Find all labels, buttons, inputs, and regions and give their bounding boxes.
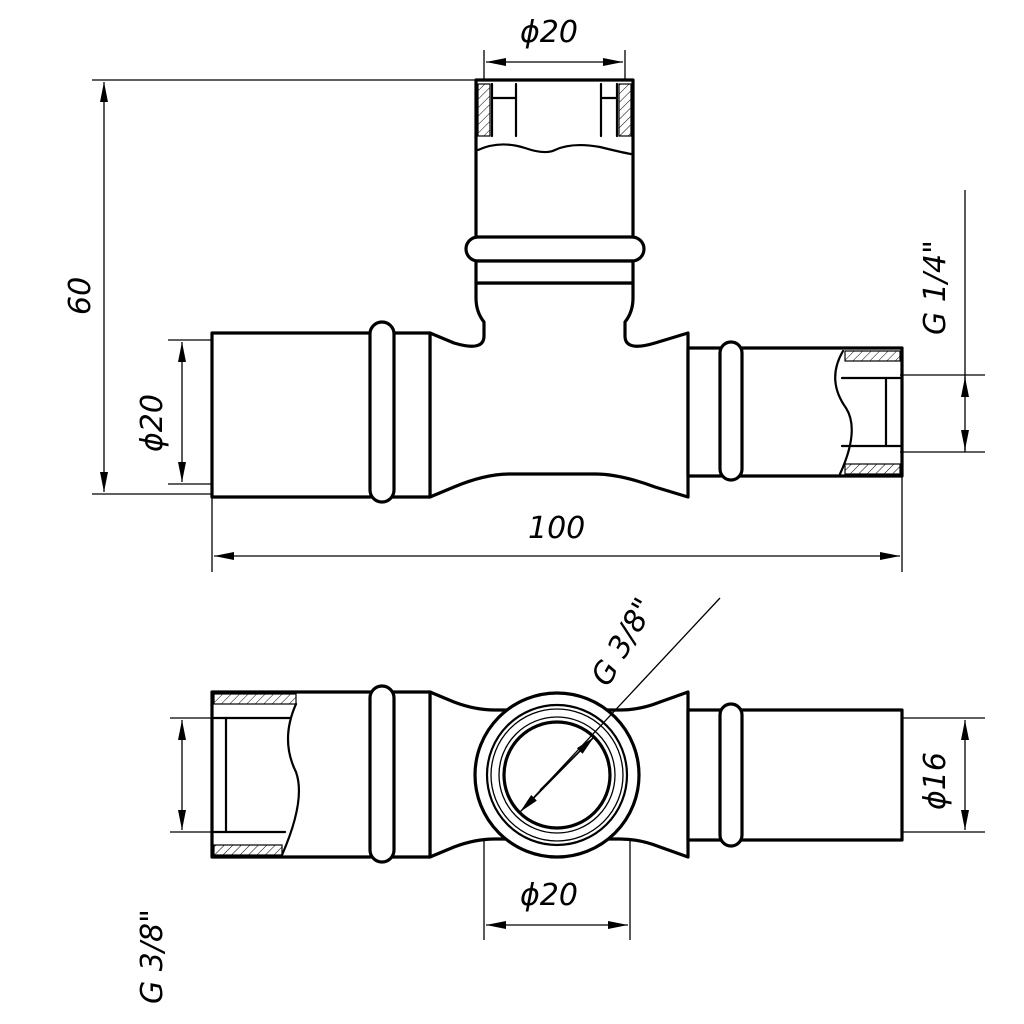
label-height: 60 [63, 277, 98, 315]
label-boss-diameter: ϕ20 [520, 878, 578, 913]
label-right-thread: G 1/4" [918, 240, 953, 335]
right-thread-hatch-top [844, 350, 901, 362]
dim-top-diameter: ϕ20 [483, 15, 626, 80]
top-thread-hatch-right [618, 83, 632, 137]
label-right-diameter: ϕ16 [918, 752, 953, 810]
right-break-line [834, 349, 853, 476]
right-thread-hatch-bottom [844, 463, 901, 475]
lower-left-thread-hatch-top [213, 693, 297, 705]
lower-left-break-line [280, 702, 301, 857]
label-bore-thread: G 3/8" [585, 592, 663, 692]
label-left-thread: G 3/8" [135, 909, 170, 1004]
dim-right-thread: G 1/4" [900, 190, 985, 453]
left-press-sleeve [210, 331, 432, 499]
dim-left-thread: G 3/8" [135, 717, 214, 1004]
label-left-diameter: ϕ20 [135, 394, 170, 452]
tee-body-outline [428, 281, 690, 499]
dim-left-diameter: ϕ20 [135, 339, 212, 485]
lower-left-collar [368, 684, 396, 864]
label-top-diameter: ϕ20 [520, 15, 578, 50]
label-length: 100 [528, 511, 585, 546]
dim-length: 100 [211, 476, 903, 572]
dim-height: 60 [63, 79, 476, 495]
top-branch-pipe [474, 78, 635, 244]
top-down-view: G 3/8" G 3/8" ϕ16 ϕ20 [135, 592, 985, 1004]
right-press-collar [718, 340, 744, 482]
lower-left-thread-hatch-bottom [213, 844, 283, 856]
top-press-collar [464, 235, 646, 263]
dim-boss-diameter: ϕ20 [483, 840, 631, 940]
front-view: ϕ20 60 ϕ20 G 1/4" [63, 15, 985, 572]
lower-right-collar [718, 702, 744, 848]
branch-boss-ring [485, 703, 629, 847]
left-press-collar [368, 320, 396, 504]
top-thread-hatch-left [477, 83, 491, 137]
dim-right-diameter: ϕ16 [902, 717, 985, 833]
top-break-line [476, 143, 633, 156]
